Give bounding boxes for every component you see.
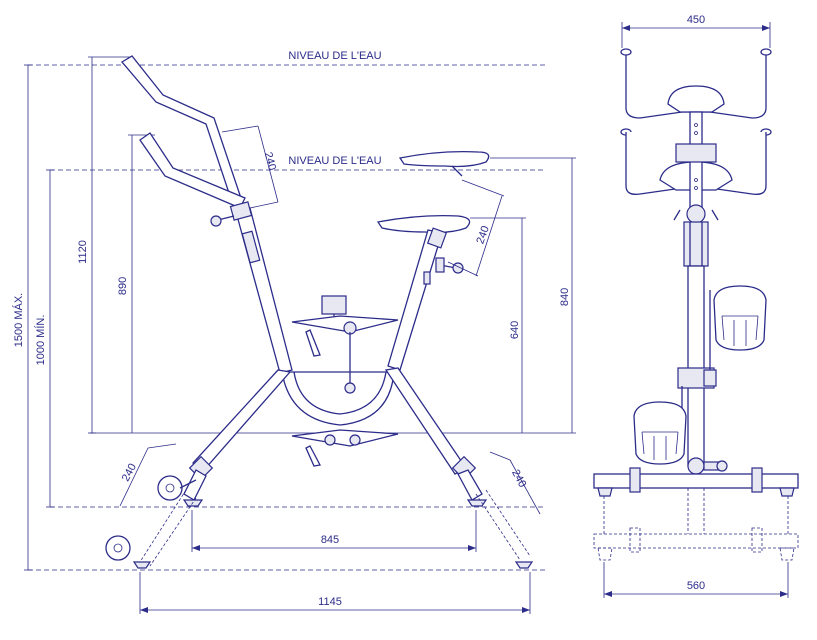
- seat-adjust-240-label: 240: [474, 224, 492, 245]
- height-640-label: 640: [509, 321, 521, 339]
- base-1145-label: 1145: [318, 596, 342, 608]
- base-845-label: 845: [321, 534, 339, 546]
- base-dimensions: 845 1145: [139, 510, 531, 614]
- foot-left-240-label: 240: [120, 462, 139, 484]
- vertical-dimensions: 1500 MÁX. 1000 MÍN. 1120 890 640 840: [12, 56, 576, 571]
- handle-adjust-240-label: 240: [262, 151, 278, 172]
- height-890-label: 890: [117, 277, 129, 295]
- height-840-label: 840: [559, 288, 571, 306]
- water-level-label-top: NIVEAU DE L'EAU: [288, 50, 381, 62]
- side-view-bike: 240 240: [105, 55, 541, 569]
- width-560-label: 560: [687, 580, 705, 592]
- front-view-bike: 450: [593, 14, 799, 598]
- width-450-label: 450: [687, 14, 705, 26]
- min-height-label: 1000 MÍN.: [34, 315, 47, 366]
- height-1120-label: 1120: [77, 240, 89, 264]
- max-height-label: 1500 MÁX.: [12, 293, 25, 347]
- water-level-label-bottom: NIVEAU DE L'EAU: [288, 155, 381, 167]
- foot-right-240-label: 240: [509, 468, 528, 490]
- water-levels: NIVEAU DE L'EAU NIVEAU DE L'EAU: [28, 50, 545, 171]
